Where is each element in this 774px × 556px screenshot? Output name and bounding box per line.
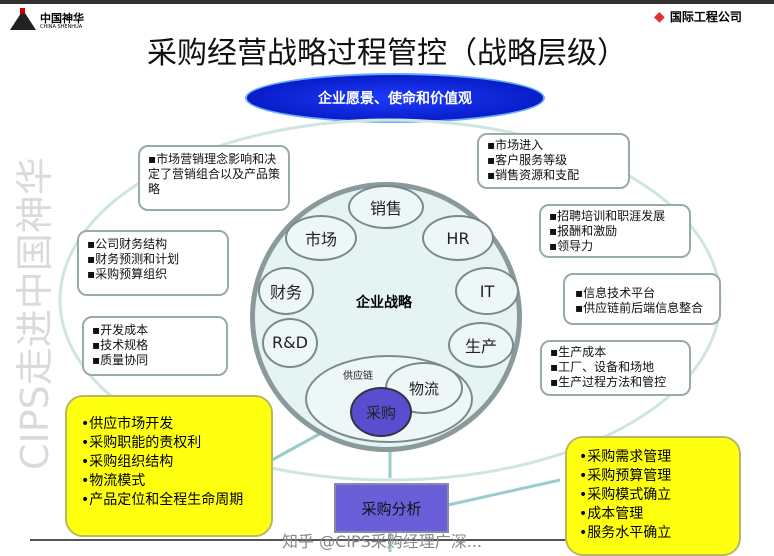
node-it: IT — [455, 267, 519, 315]
center-label: 企业战略 — [356, 295, 412, 311]
rnd-note: ▪开发成本▪技术规格▪质量协同 — [82, 316, 228, 376]
shenhua-logo-icon — [10, 8, 36, 30]
page-title: 采购经营战略过程管控（战略层级） — [147, 36, 627, 71]
production-note: ▪生产成本▪工厂、设备和场地▪生产过程方法和管控 — [540, 340, 691, 396]
hr-note: ▪招聘培训和职涯发展▪报酬和激励▪领导力 — [539, 204, 691, 258]
node-sales: 销售 — [348, 185, 424, 229]
node-finance: 财务 — [258, 267, 314, 315]
diagonal-watermark: CIPS走进中国神华 — [13, 157, 57, 470]
procurement-strategy-box: •供应市场开发•采购职能的责权利•采购组织结构•物流模式•产品定位和全程生命周期 — [65, 395, 273, 537]
procurement-management-box: •采购需求管理•采购预算管理•采购模式确立•成本管理•服务水平确立 — [565, 436, 741, 556]
top-border — [0, 0, 774, 4]
footer-watermark: 知乎 @CIPS采购经理广深... — [282, 532, 483, 551]
procurement-analysis-box: 采购分析 — [334, 483, 449, 533]
cie-logo: ◆ 国际工程公司 — [654, 9, 742, 25]
node-procurement: 采购 — [350, 387, 412, 437]
vision-ellipse: 企业愿景、使命和价值观 — [245, 73, 545, 123]
market-note: ▪市场营销理念影响和决定了营销组合以及产品策略 — [138, 145, 290, 211]
node-production: 生产 — [448, 322, 514, 368]
it-note: ▪信息技术平台▪供应链前后端信息整合 — [563, 273, 721, 325]
node-market: 市场 — [285, 215, 357, 261]
sales-note: ▪市场进入▪客户服务等级▪销售资源和支配 — [477, 133, 630, 189]
shenhua-logo: 中国神华 CHINA SHENHUA — [8, 8, 98, 38]
finance-note: ▪公司财务结构▪财务预测和计划▪采购预算组织 — [77, 230, 229, 296]
node-rnd: R&D — [262, 318, 318, 368]
node-hr: HR — [422, 215, 494, 261]
cie-logo-icon: ◆ — [654, 9, 665, 25]
